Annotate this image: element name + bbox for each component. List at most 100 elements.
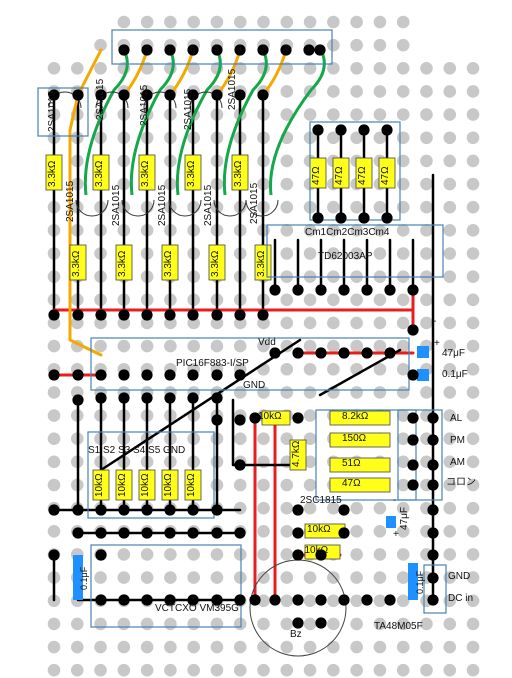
- capacitor-left: [73, 555, 83, 600]
- hole: [257, 455, 270, 469]
- solder-node: [361, 347, 373, 359]
- resistor-10k: [184, 469, 202, 501]
- resistor-10k-label: 10kΩ: [117, 473, 128, 497]
- capacitor-0-1uf: [417, 369, 429, 381]
- hole: [420, 247, 433, 260]
- hole: [466, 62, 480, 75]
- transistor-2sc1815-label: 2SC1815: [300, 495, 342, 506]
- resistor-47: [332, 157, 350, 189]
- resistor-3k3: [115, 244, 133, 281]
- solder-node: [335, 212, 347, 224]
- hole: [350, 617, 363, 631]
- hole: [466, 432, 480, 446]
- solder-node: [164, 392, 176, 404]
- solder-node: [118, 392, 130, 404]
- solder-node: [315, 347, 327, 359]
- hole: [396, 640, 410, 654]
- hole: [396, 200, 410, 214]
- hole: [94, 339, 107, 353]
- hole: [327, 247, 340, 260]
- solder-node: [118, 89, 130, 101]
- hole: [466, 154, 480, 168]
- hole: [373, 38, 387, 52]
- hole: [303, 640, 317, 654]
- hole: [373, 663, 387, 677]
- solder-node: [292, 527, 304, 539]
- transistor-body: [168, 199, 202, 217]
- cap-left-label: 0.1μF: [79, 566, 89, 590]
- hole: [257, 525, 270, 538]
- hole: [350, 640, 363, 654]
- hole: [420, 224, 433, 237]
- hole: [303, 15, 317, 29]
- hole: [233, 15, 247, 29]
- hole: [257, 548, 270, 561]
- solder-node: [118, 309, 130, 321]
- hole: [350, 525, 363, 538]
- hole: [373, 339, 387, 353]
- hole: [396, 293, 410, 307]
- hole: [373, 617, 387, 631]
- hole: [443, 525, 457, 538]
- hole: [373, 62, 387, 75]
- header-pin-label: 6: [190, 43, 196, 53]
- hole: [187, 339, 200, 353]
- led-label: コロン: [446, 477, 476, 488]
- transistor-label: 2SA1015: [47, 90, 58, 132]
- hole: [94, 62, 107, 75]
- solder-node: [95, 369, 107, 381]
- hole: [350, 131, 363, 145]
- hole: [373, 386, 387, 399]
- hole: [443, 455, 457, 469]
- hole: [327, 594, 340, 608]
- solder-node: [141, 369, 153, 381]
- hole: [466, 478, 480, 492]
- hole: [187, 571, 200, 584]
- hole: [350, 548, 363, 561]
- hole: [117, 617, 131, 631]
- solder-node: [211, 392, 223, 404]
- power-dcin-label: DC in: [448, 593, 474, 604]
- solder-node: [234, 594, 246, 606]
- hole: [443, 571, 457, 584]
- hole: [443, 617, 457, 631]
- hole: [420, 131, 433, 145]
- solder-node: [48, 549, 60, 561]
- transistor-label: 2SA1015: [111, 184, 122, 226]
- solder-node: [95, 549, 107, 561]
- resistor-3k3: [208, 244, 226, 281]
- hole: [280, 15, 294, 29]
- hole: [396, 38, 410, 52]
- solder-node: [95, 309, 107, 321]
- solder-node: [164, 527, 176, 539]
- resistor-47: [378, 157, 396, 189]
- solder-node: [249, 412, 261, 424]
- hole: [466, 640, 480, 654]
- hole: [187, 548, 200, 561]
- hole: [466, 293, 480, 307]
- hole: [210, 316, 224, 330]
- hole: [327, 571, 340, 584]
- resistor-led-label: 47Ω: [342, 478, 361, 489]
- hole: [396, 501, 410, 515]
- solder-node: [72, 527, 84, 539]
- wire-diagonal: [231, 398, 302, 467]
- hole: [327, 316, 340, 330]
- solder-node: [407, 284, 419, 296]
- td62003ap-label: TD62003AP: [318, 251, 373, 262]
- hole: [280, 154, 294, 168]
- solder-node: [335, 124, 347, 136]
- polarity-sign: +: [434, 338, 440, 349]
- transistor-body: [213, 199, 247, 217]
- header-pin-label: 2: [283, 43, 289, 53]
- hole: [94, 571, 107, 584]
- solder-node: [211, 369, 223, 381]
- hole: [164, 571, 177, 584]
- pic-label: PIC16F883-I/SP: [176, 358, 249, 369]
- resistor-47-label: 47Ω: [311, 166, 322, 185]
- solder-node: [48, 369, 60, 381]
- solder-node: [187, 309, 199, 321]
- hole: [466, 525, 480, 538]
- hole: [70, 663, 84, 677]
